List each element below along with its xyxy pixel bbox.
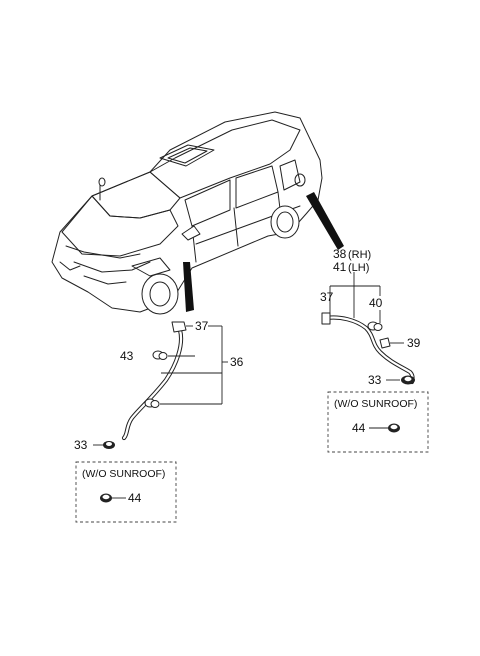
label-36: 36: [230, 355, 244, 369]
clip-43: [152, 350, 168, 360]
label-39: 39: [407, 336, 421, 350]
right-drain-hose-assembly: 38 (RH) 41 (LH) 37 40 39 33: [320, 247, 421, 387]
grommet-33-left: [103, 441, 115, 449]
label-41-side: (LH): [348, 262, 369, 274]
box-title-left: (W/O SUNROOF): [82, 468, 165, 480]
left-drain-hose-assembly: 37 43 36 33: [74, 319, 244, 452]
box-wo-sunroof-right: (W/O SUNROOF) 44: [327, 391, 429, 453]
label-38-side: (RH): [348, 249, 371, 261]
box-wo-sunroof-left: (W/O SUNROOF) 44: [75, 461, 177, 523]
grommet-33-right: [401, 375, 415, 385]
label-44-left: 44: [128, 491, 142, 505]
label-37-left: 37: [195, 319, 209, 333]
grommet-44-left: [100, 493, 112, 503]
label-33-right: 33: [368, 373, 382, 387]
label-37-right: 37: [320, 290, 334, 304]
clip-lower: [144, 398, 160, 408]
label-40: 40: [369, 296, 383, 310]
clip-39: [379, 337, 391, 349]
label-33-left: 33: [74, 438, 88, 452]
box-title-right: (W/O SUNROOF): [334, 398, 417, 410]
label-38: 38: [333, 247, 347, 261]
label-41: 41: [333, 260, 347, 274]
grommet-44-right: [388, 423, 400, 433]
clip-40: [367, 321, 383, 331]
label-44-right: 44: [352, 421, 366, 435]
car-illustration: [51, 111, 344, 315]
label-43: 43: [120, 349, 134, 363]
